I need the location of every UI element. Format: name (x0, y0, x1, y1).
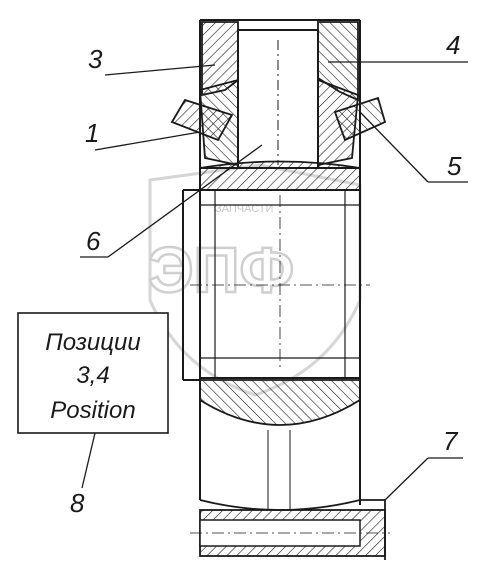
callout-6: 6 (86, 226, 101, 256)
note-line-2: 3,4 (76, 362, 109, 389)
left-bearing (170, 78, 239, 167)
note-line-1: Позиции (45, 329, 140, 356)
lower-block (199, 379, 361, 426)
watermark: ЭПФ ЗАПЧАСТИ (147, 163, 362, 397)
right-bearing (317, 78, 387, 167)
leader-lines (80, 61, 468, 501)
housing-outline (182, 19, 361, 505)
callout-4: 4 (446, 30, 460, 60)
bottom-plate (190, 509, 390, 557)
seal-band (199, 160, 361, 191)
callout-8: 8 (70, 488, 85, 518)
callout-5: 5 (447, 151, 462, 181)
callout-3: 3 (88, 44, 103, 74)
middle-section (190, 190, 370, 378)
callout-1: 1 (85, 118, 99, 148)
watermark-logo-text: ЭПФ (148, 234, 294, 306)
note-box: Позиции 3,4 Position (17, 312, 169, 434)
note-line-3: Position (50, 397, 135, 424)
watermark-small-text: ЗАПЧАСТИ (215, 203, 273, 215)
callout-7: 7 (443, 426, 459, 456)
shaft (237, 29, 319, 168)
